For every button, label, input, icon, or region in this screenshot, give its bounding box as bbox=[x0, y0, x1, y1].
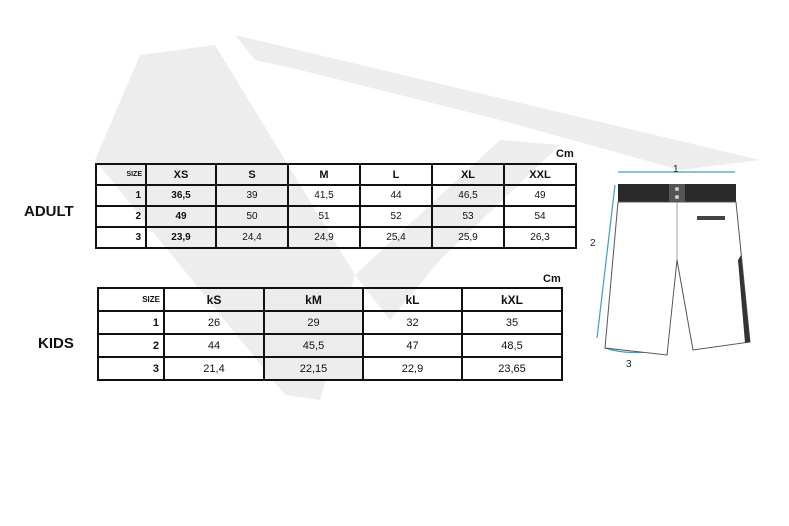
table-row: 2 44 45,5 47 48,5 bbox=[97, 333, 563, 358]
column-header: XXL bbox=[503, 163, 577, 186]
dimension-2-label: 2 bbox=[590, 238, 596, 249]
shorts-body bbox=[604, 201, 751, 356]
row-header: 2 bbox=[95, 205, 147, 228]
kids-unit-label: Cm bbox=[543, 273, 561, 285]
kids-label: KIDS bbox=[38, 335, 74, 352]
row-header: 2 bbox=[97, 333, 165, 358]
column-header: M bbox=[287, 163, 361, 186]
table-cell: 24,4 bbox=[215, 226, 289, 249]
table-cell: 51 bbox=[287, 205, 361, 228]
table-cell: 35 bbox=[461, 310, 563, 335]
shorts-diagram bbox=[596, 171, 751, 356]
waist-closure bbox=[669, 184, 685, 202]
adult-unit-label: Cm bbox=[556, 148, 574, 160]
column-header: kXL bbox=[461, 287, 563, 312]
column-header: XL bbox=[431, 163, 505, 186]
table-cell: 49 bbox=[145, 205, 217, 228]
table-cell: 53 bbox=[431, 205, 505, 228]
table-cell: 52 bbox=[359, 205, 433, 228]
row-header: 3 bbox=[95, 226, 147, 249]
table-cell: 45,5 bbox=[263, 333, 364, 358]
row-header: 3 bbox=[97, 356, 165, 381]
column-header: kL bbox=[362, 287, 463, 312]
column-header: kM bbox=[263, 287, 364, 312]
size-header: SIZE bbox=[97, 287, 165, 312]
table-cell: 29 bbox=[263, 310, 364, 335]
row-header: 1 bbox=[95, 184, 147, 207]
column-header: S bbox=[215, 163, 289, 186]
table-row: 3 23,9 24,4 24,9 25,4 25,9 26,3 bbox=[95, 226, 577, 249]
kids-size-table: SIZE kS kM kL kXL 1 26 29 32 35 2 44 45,… bbox=[97, 287, 563, 381]
table-cell: 22,15 bbox=[263, 356, 364, 381]
dimension-3-label: 3 bbox=[626, 359, 632, 370]
table-cell: 44 bbox=[163, 333, 265, 358]
dimension-1-label: 1 bbox=[673, 164, 679, 175]
table-cell: 49 bbox=[503, 184, 577, 207]
table-cell: 44 bbox=[359, 184, 433, 207]
table-cell: 26,3 bbox=[503, 226, 577, 249]
table-cell: 32 bbox=[362, 310, 463, 335]
table-cell: 21,4 bbox=[163, 356, 265, 381]
table-cell: 25,4 bbox=[359, 226, 433, 249]
table-cell: 23,65 bbox=[461, 356, 563, 381]
table-cell: 39 bbox=[215, 184, 289, 207]
table-cell: 50 bbox=[215, 205, 289, 228]
table-cell: 46,5 bbox=[431, 184, 505, 207]
table-row: 1 26 29 32 35 bbox=[97, 310, 563, 335]
column-header: XS bbox=[145, 163, 217, 186]
table-cell: 47 bbox=[362, 333, 463, 358]
column-header: L bbox=[359, 163, 433, 186]
adult-size-table: SIZE XS S M L XL XXL 1 36,5 39 41,5 44 4… bbox=[95, 163, 577, 249]
table-cell: 26 bbox=[163, 310, 265, 335]
table-header-row: SIZE XS S M L XL XXL bbox=[95, 163, 577, 186]
table-cell: 25,9 bbox=[431, 226, 505, 249]
row-header: 1 bbox=[97, 310, 165, 335]
adult-label: ADULT bbox=[24, 203, 74, 220]
size-header: SIZE bbox=[95, 163, 147, 186]
table-cell: 36,5 bbox=[145, 184, 217, 207]
table-row: 1 36,5 39 41,5 44 46,5 49 bbox=[95, 184, 577, 207]
table-cell: 24,9 bbox=[287, 226, 361, 249]
table-cell: 22,9 bbox=[362, 356, 463, 381]
table-cell: 23,9 bbox=[145, 226, 217, 249]
table-cell: 41,5 bbox=[287, 184, 361, 207]
length-dimension-line bbox=[596, 184, 616, 339]
table-row: 2 49 50 51 52 53 54 bbox=[95, 205, 577, 228]
table-cell: 48,5 bbox=[461, 333, 563, 358]
table-header-row: SIZE kS kM kL kXL bbox=[97, 287, 563, 312]
table-cell: 54 bbox=[503, 205, 577, 228]
column-header: kS bbox=[163, 287, 265, 312]
table-row: 3 21,4 22,15 22,9 23,65 bbox=[97, 356, 563, 381]
